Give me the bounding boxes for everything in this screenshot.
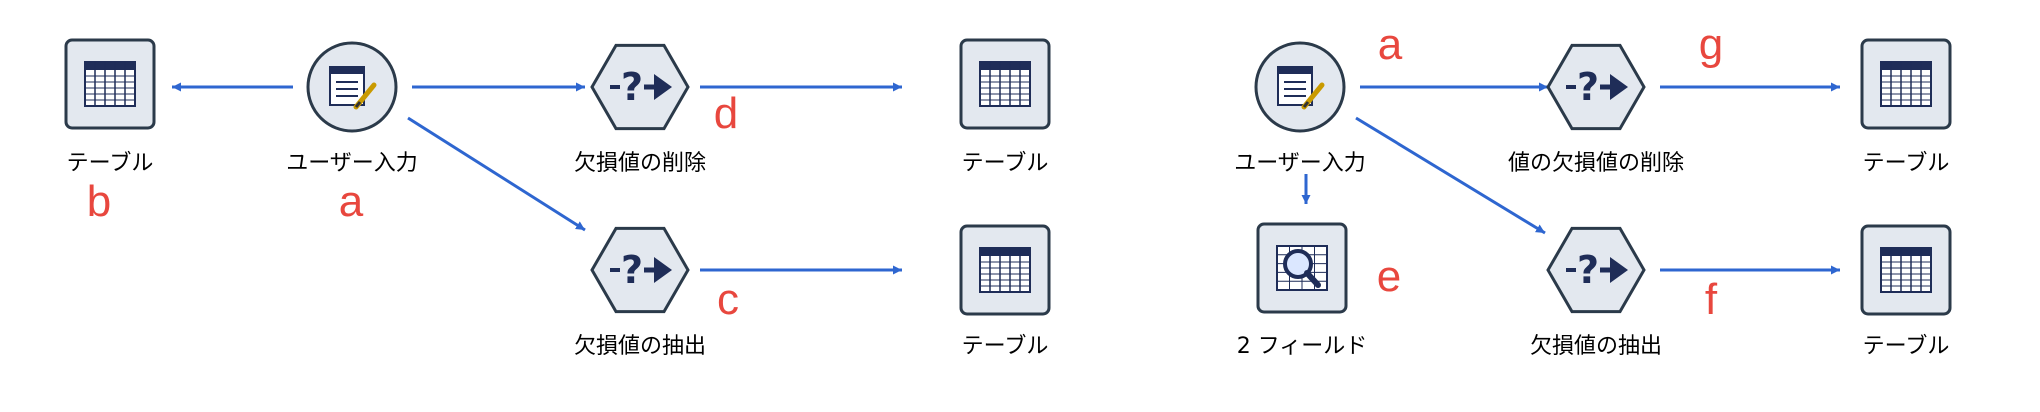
annotation-letter-b: b (87, 177, 111, 226)
connections (172, 82, 1840, 275)
svg-text:?: ? (1577, 248, 1599, 292)
node-user-input[interactable]: ユーザー入力 (1234, 41, 1366, 176)
node-select[interactable]: ? 欠損値の抽出 (574, 226, 706, 359)
annotation-letter-e: e (1377, 252, 1401, 301)
node-table[interactable]: テーブル (1860, 224, 1952, 359)
table-grid-icon (979, 61, 1031, 107)
node-table[interactable]: テーブル (959, 38, 1051, 176)
form-pencil-icon (1277, 66, 1325, 110)
node-data-audit[interactable]: 2 フィールド (1237, 222, 1368, 359)
node-table[interactable]: テーブル (959, 224, 1051, 359)
node-label: テーブル (962, 151, 1049, 176)
annotation-letter-c: c (717, 275, 739, 324)
edge-user-input-2-to-extract-missing (1355, 116, 1546, 235)
node-label: 値の欠損値の削除 (1508, 151, 1684, 176)
node-label: 欠損値の抽出 (1530, 334, 1662, 359)
node-label: テーブル (962, 334, 1049, 359)
annotation-letter-a: a (1378, 20, 1403, 69)
node-label: ユーザー入力 (286, 151, 418, 176)
svg-text:?: ? (1577, 65, 1599, 109)
annotation-letters: b a d c a g e f (87, 20, 1723, 324)
node-select[interactable]: ? 欠損値の抽出 (1530, 226, 1662, 359)
table-grid-icon (1880, 61, 1932, 107)
node-select[interactable]: ? 欠損値の削除 (574, 43, 706, 176)
node-table[interactable]: テーブル (1860, 38, 1952, 176)
edge-user-input-to-extract-missing (407, 116, 586, 232)
select-arrow-icon: ? (1566, 248, 1628, 292)
select-arrow-icon: ? (610, 248, 672, 292)
node-label: 欠損値の抽出 (574, 334, 706, 359)
node-user-input[interactable]: ユーザー入力 (286, 41, 418, 176)
node-label: テーブル (1863, 334, 1950, 359)
annotation-letter-a: a (339, 177, 364, 226)
table-grid-icon (1880, 247, 1932, 293)
annotation-letter-g: g (1699, 20, 1723, 69)
magnifier-grid-icon (1276, 245, 1328, 291)
table-grid-icon (84, 61, 136, 107)
svg-text:?: ? (621, 248, 643, 292)
select-arrow-icon: ? (610, 65, 672, 109)
node-label: ユーザー入力 (1234, 151, 1366, 176)
svg-text:?: ? (621, 65, 643, 109)
select-arrow-icon: ? (1566, 65, 1628, 109)
form-pencil-icon (329, 66, 377, 110)
node-label: 2 フィールド (1237, 334, 1368, 359)
annotation-letter-f: f (1705, 275, 1718, 324)
table-grid-icon (979, 247, 1031, 293)
node-select[interactable]: ? 値の欠損値の削除 (1508, 43, 1684, 176)
node-label: テーブル (1863, 151, 1950, 176)
node-label: テーブル (67, 151, 154, 176)
node-table[interactable]: テーブル (64, 38, 156, 176)
node-label: 欠損値の削除 (574, 151, 706, 176)
annotation-letter-d: d (714, 89, 738, 138)
